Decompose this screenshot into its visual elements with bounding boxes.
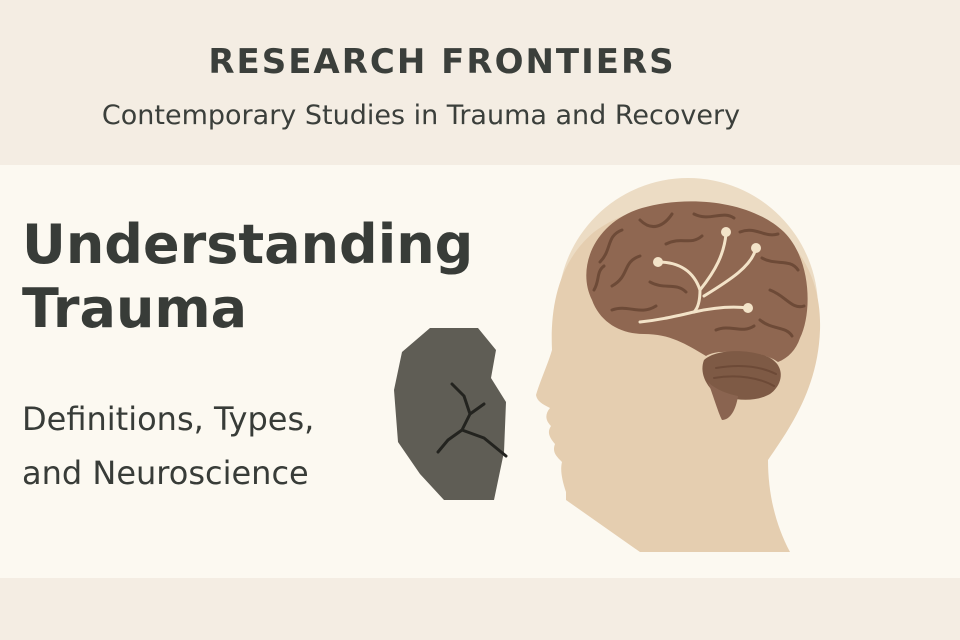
main-subtitle: Definitions, Types, and Neuroscience bbox=[22, 392, 314, 500]
cracked-stone-icon bbox=[394, 328, 508, 500]
main-title-line: Trauma bbox=[22, 277, 248, 340]
main-subtitle-line: and Neuroscience bbox=[22, 454, 309, 492]
header-band: RESEARCH FRONTIERS Contemporary Studies … bbox=[0, 0, 960, 165]
neural-node-icon bbox=[653, 227, 761, 313]
main-title: Understanding Trauma bbox=[22, 213, 473, 341]
footer-band bbox=[0, 578, 960, 640]
main-subtitle-line: Definitions, Types, bbox=[22, 400, 315, 438]
series-title: RESEARCH FRONTIERS bbox=[208, 42, 676, 82]
main-title-line: Understanding bbox=[22, 213, 474, 276]
series-subtitle: Contemporary Studies in Trauma and Recov… bbox=[101, 100, 741, 131]
